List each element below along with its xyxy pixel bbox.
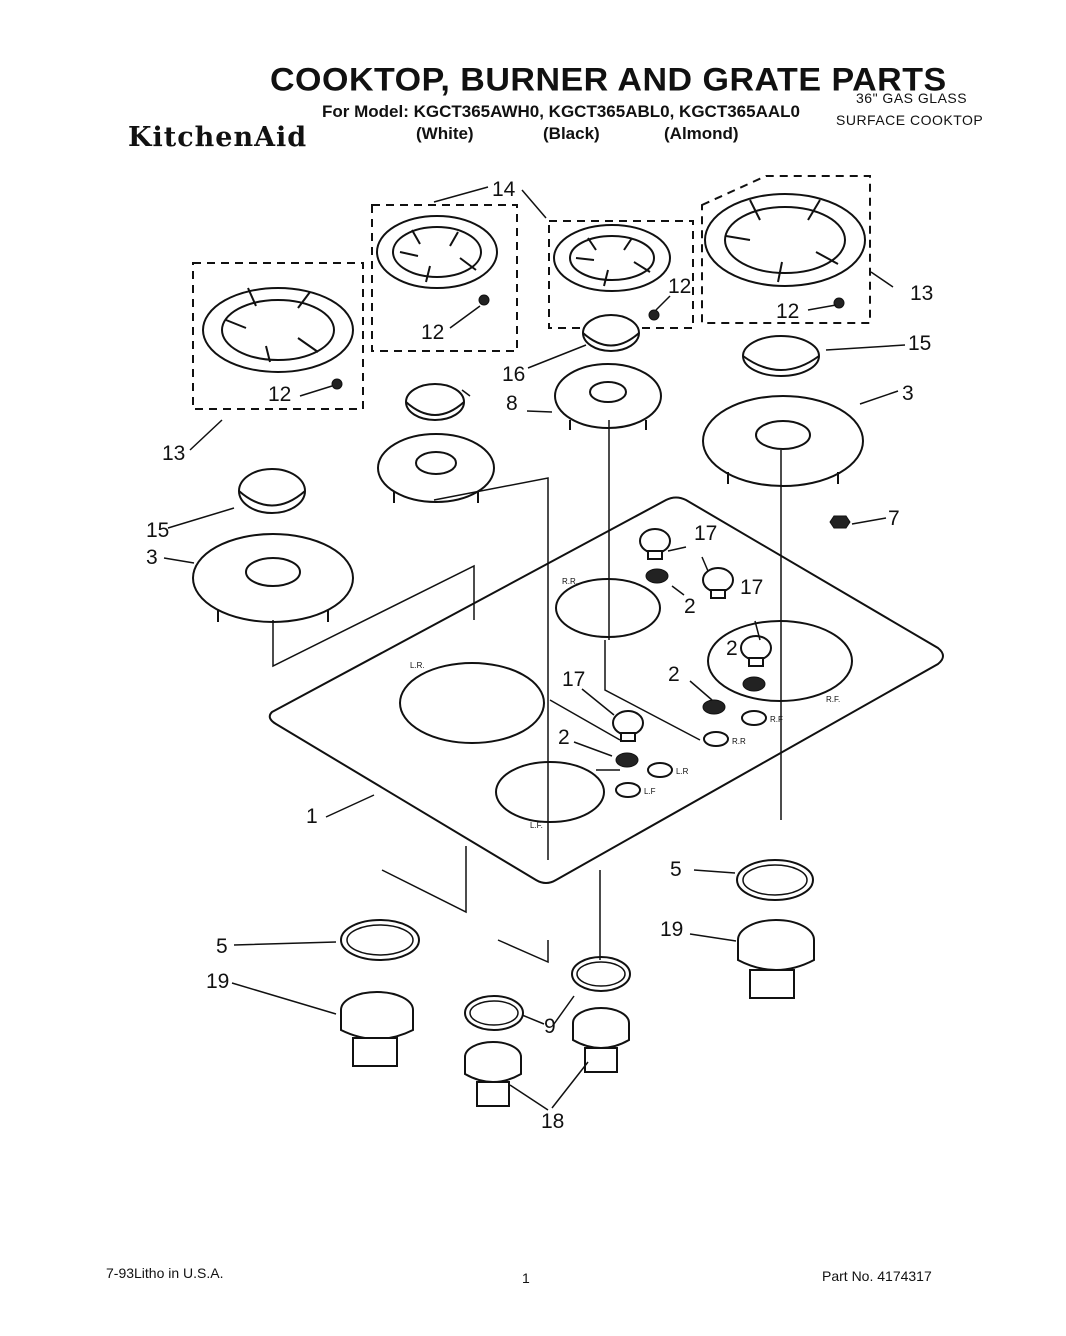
callout-2-d: 2 xyxy=(558,726,570,749)
brand-logo: KitchenAid xyxy=(128,122,308,153)
callout-12-c: 12 xyxy=(668,275,691,298)
burner-base-3-right xyxy=(702,395,864,487)
hole-label-rf: R.F xyxy=(770,715,783,724)
hole-label-lf: L.F xyxy=(644,787,656,796)
seal-2-b xyxy=(742,676,766,692)
callout-3-left: 3 xyxy=(146,546,158,569)
knob-17-b xyxy=(702,567,734,599)
callout-19-right: 19 xyxy=(660,918,683,941)
callout-9: 9 xyxy=(544,1015,556,1038)
variant-white: (White) xyxy=(416,124,474,143)
grate-14-left xyxy=(371,204,518,352)
hole-label-rr: R.R xyxy=(732,737,746,746)
ring-9-left xyxy=(464,995,524,1031)
callout-13-left: 13 xyxy=(162,442,185,465)
knob-17-d xyxy=(612,710,644,742)
callout-17-c: 17 xyxy=(562,668,585,691)
callout-17-a: 17 xyxy=(694,522,717,545)
burner-cap-16-left xyxy=(405,383,465,421)
variant-almond: (Almond) xyxy=(664,124,739,143)
callout-1: 1 xyxy=(306,805,318,828)
ring-5-left xyxy=(340,919,420,961)
ring-5-right xyxy=(736,859,814,901)
hole-label-lr: L.R xyxy=(676,767,689,776)
callout-12-d: 12 xyxy=(776,300,799,323)
nut-7 xyxy=(829,515,851,529)
callout-12-a: 12 xyxy=(268,383,291,406)
product-type-line1: 36" GAS GLASS xyxy=(856,90,968,106)
knob-17-a xyxy=(639,528,671,560)
callout-2-a: 2 xyxy=(684,595,696,618)
product-type-line2: SURFACE COOKTOP xyxy=(836,112,984,128)
callout-13-right: 13 xyxy=(910,282,933,305)
callout-12-b: 12 xyxy=(421,321,444,344)
variant-black: (Black) xyxy=(543,124,600,143)
seal-2-a xyxy=(645,568,669,584)
grate-13-right xyxy=(701,175,871,324)
burner-base-8-left xyxy=(377,433,495,503)
assembly-alignment-lines xyxy=(163,186,906,1111)
litho-note: 7-93Litho in U.S.A. xyxy=(106,1265,224,1281)
valve-19-left xyxy=(340,991,414,1067)
burner-base-3-left xyxy=(192,533,354,623)
valve-18-left xyxy=(464,1041,522,1107)
zone-label-rf: R.F. xyxy=(826,695,840,704)
callout-19-left: 19 xyxy=(206,970,229,993)
callout-18: 18 xyxy=(541,1110,564,1133)
zone-label-lf: L.F. xyxy=(530,821,543,830)
knob-17-c xyxy=(740,635,772,667)
valve-19-right xyxy=(737,919,815,999)
model-numbers: For Model: KGCT365AWH0, KGCT365ABL0, KGC… xyxy=(322,102,800,121)
callout-17-b: 17 xyxy=(740,576,763,599)
callout-15-left: 15 xyxy=(146,519,169,542)
callout-15-right: 15 xyxy=(908,332,931,355)
callout-8: 8 xyxy=(506,392,518,415)
ring-9-right xyxy=(571,956,631,992)
seal-2-c xyxy=(702,699,726,715)
part-number: Part No. 4174317 xyxy=(822,1268,932,1284)
valve-18-right xyxy=(572,1007,630,1073)
zone-label-rr: R.R. xyxy=(562,577,578,586)
burner-cap-15-right xyxy=(742,335,820,377)
callout-3-right: 3 xyxy=(902,382,914,405)
burner-base-8-center xyxy=(554,363,662,430)
callout-7: 7 xyxy=(888,507,900,530)
page-title: COOKTOP, BURNER AND GRATE PARTS xyxy=(270,62,947,99)
callout-5-left: 5 xyxy=(216,935,228,958)
callout-5-right: 5 xyxy=(670,858,682,881)
callout-16: 16 xyxy=(502,363,525,386)
callout-2-c: 2 xyxy=(668,663,680,686)
callout-2-b: 2 xyxy=(726,637,738,660)
grate-13-left xyxy=(192,262,364,410)
burner-cap-16-center xyxy=(582,314,640,352)
callout-14: 14 xyxy=(492,178,516,201)
seal-2-d xyxy=(615,752,639,768)
burner-cap-15-left xyxy=(238,468,306,514)
zone-label-lr: L.R. xyxy=(410,661,425,670)
page-number: 1 xyxy=(522,1270,530,1286)
